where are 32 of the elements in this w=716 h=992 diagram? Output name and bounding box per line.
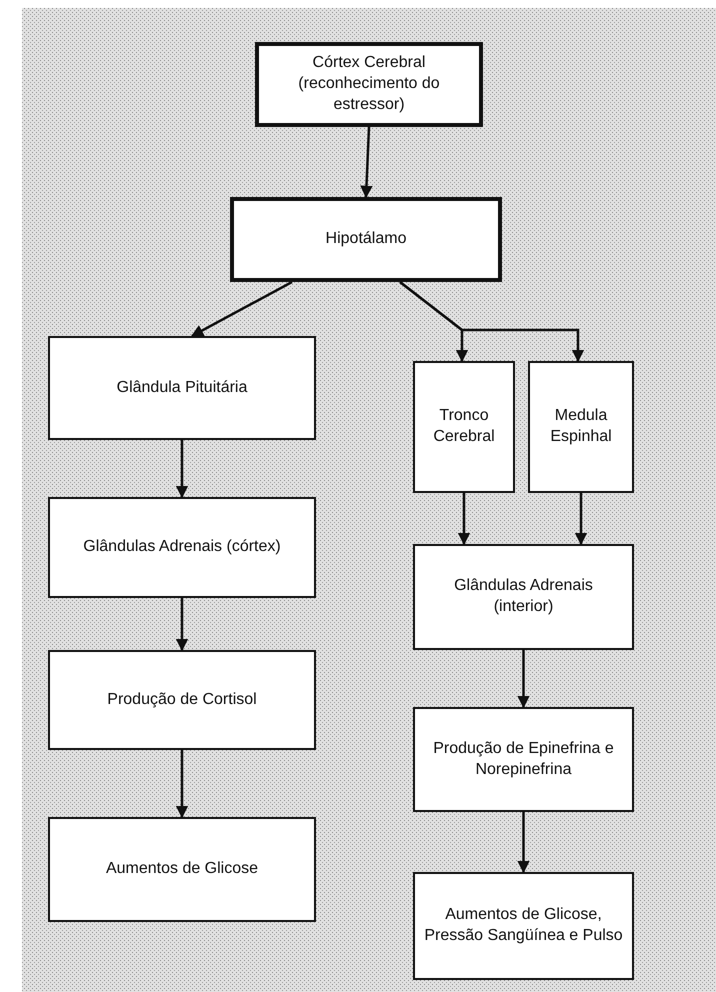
process-box <box>255 42 483 127</box>
box-label: Produção de Epinefrina e Norepinefrina <box>432 738 615 780</box>
process-box <box>528 361 634 493</box>
process-box <box>413 544 634 650</box>
box-label: Glândulas Adrenais (córtex) <box>83 537 281 558</box>
process-box <box>230 197 502 282</box>
process-box <box>413 872 634 980</box>
box-label: Hipotálamo <box>326 229 406 250</box>
process-box <box>48 817 316 922</box>
box-label: Produção de Cortisol <box>107 690 257 710</box>
process-box <box>48 336 316 440</box>
arrow <box>517 650 530 708</box>
arrow <box>176 440 188 498</box>
arrow <box>176 598 188 652</box>
arrow <box>458 493 470 546</box>
process-box <box>413 707 634 812</box>
arrow <box>190 280 293 338</box>
box-label: Glândulas Adrenais (interior) <box>453 576 594 617</box>
arrow <box>574 493 588 546</box>
process-box <box>48 497 316 598</box>
box-label: Aumentos de Glicose <box>106 859 258 880</box>
arrow <box>517 812 530 874</box>
box-label: Medula Espinhal <box>549 406 613 447</box>
box-label: Glândula Pituitária <box>116 378 248 398</box>
process-box <box>48 650 316 750</box>
process-box <box>413 361 515 493</box>
box-label: Córtex Cerebral (reconhecimento do estressor) <box>297 53 441 115</box>
box-label: Tronco Cerebral <box>432 406 496 447</box>
arrow <box>360 126 373 198</box>
arrow <box>399 281 584 362</box>
box-label: Aumentos de Glicose, Pressão Sangüínea e Pulso <box>423 905 624 946</box>
arrow <box>176 750 188 818</box>
